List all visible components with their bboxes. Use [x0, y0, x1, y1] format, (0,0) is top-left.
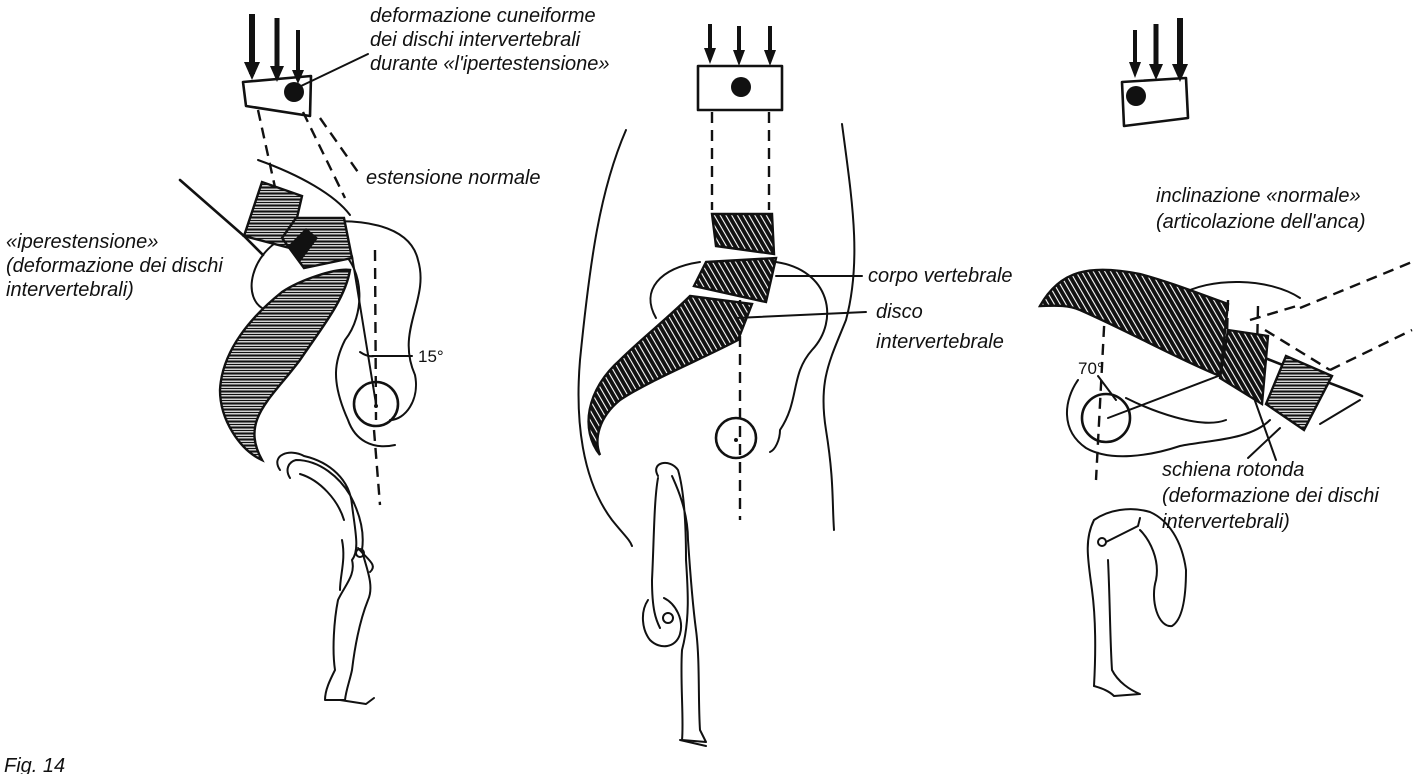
vertebral-body-label: corpo vertebrale [868, 265, 1013, 287]
disc-label-line-2: intervertebrale [876, 331, 1004, 353]
block-dot-right [1126, 86, 1146, 106]
normal-tilt-line-2: (articolazione dell'anca) [1156, 211, 1365, 233]
load-arrows-left [244, 14, 304, 84]
round-back-line-1: schiena rotonda [1162, 459, 1304, 481]
load-arrows-center [704, 24, 776, 66]
hyperextension-line-3: intervertebrali) [6, 279, 134, 301]
hip-joint-right [1082, 394, 1130, 442]
normal-tilt-line-1: inclinazione «normale» [1156, 185, 1361, 207]
hyperextension-line-1: «iperestensione» [6, 231, 158, 253]
wedge-title-line-3: durante «l'ipertestensione» [370, 53, 610, 75]
right-figure-round-back [1040, 18, 1412, 696]
posture-figure-hyperextension [277, 453, 374, 704]
round-back-line-2: (deformazione dei dischi [1162, 485, 1379, 507]
angle-right-label: 70° [1078, 359, 1104, 378]
hyperextension-line-2: (deformazione dei dischi [6, 255, 223, 277]
left-figure-hyperextension [180, 14, 421, 704]
wedge-title-line-2: dei dischi intervertebrali [370, 29, 581, 51]
center-figure-normal [579, 24, 866, 746]
block-dot-center [731, 77, 751, 97]
round-back-line-3: intervertebrali) [1162, 511, 1290, 533]
normal-extension-label: estensione normale [366, 167, 541, 189]
posture-figure-normal [643, 463, 706, 746]
wedge-title-line-1: deformazione cuneiforme [370, 5, 596, 27]
load-arrows-right [1129, 18, 1188, 82]
angle-left-label: 15° [418, 347, 444, 366]
disc-label-line-1: disco [876, 301, 923, 323]
figure-caption: Fig. 14 [4, 755, 65, 774]
posture-figure-round-back [1088, 509, 1186, 696]
